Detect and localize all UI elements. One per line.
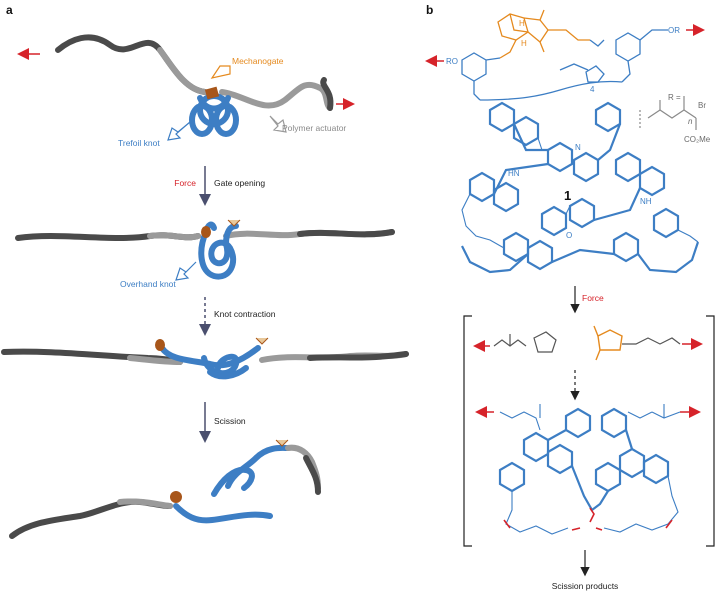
gate-opening-label: Gate opening xyxy=(214,178,265,188)
hn-label: HN xyxy=(508,169,520,178)
right-bracket xyxy=(706,315,715,547)
furan-fragment xyxy=(493,331,557,353)
gate-half-right xyxy=(227,219,241,227)
gate-half-left xyxy=(201,226,211,238)
force-label-b: Force xyxy=(582,293,604,303)
knot-contraction-label: Knot contraction xyxy=(214,309,276,319)
fragment-right-knot-b xyxy=(225,444,291,489)
force-label-a: Force xyxy=(174,178,196,188)
n-atom-label: N xyxy=(575,143,581,152)
nh-label: NH xyxy=(640,197,652,206)
ro-right-label: OR xyxy=(668,26,680,35)
ro-left-label: RO xyxy=(446,57,458,66)
polymer-chain-right xyxy=(219,81,333,111)
knotted-macrocycle xyxy=(461,101,700,274)
compound-number: 1 xyxy=(564,188,571,203)
cleaved-bonds xyxy=(503,507,673,531)
scission-label: Scission xyxy=(214,416,246,426)
subscript-4-label: 4 xyxy=(590,85,595,94)
panel-a-letter: a xyxy=(6,3,13,17)
stage-4-scission xyxy=(9,439,321,539)
gate-half-left-3 xyxy=(155,339,165,351)
contracted-knot-shape xyxy=(159,345,261,380)
overhand-knot-label: Overhand knot xyxy=(120,279,176,289)
maleimide-linker xyxy=(622,337,681,345)
panel-b-letter: b xyxy=(426,3,433,17)
mechanogate-label: Mechanogate xyxy=(232,56,284,66)
top-linker xyxy=(461,29,668,101)
trefoil-knot-shape xyxy=(189,93,239,137)
r-group xyxy=(639,96,697,130)
fragment-left-knot xyxy=(173,503,273,524)
gate-half-right-3 xyxy=(255,337,269,345)
fragment-left-polymer xyxy=(9,498,173,539)
left-bracket xyxy=(463,315,472,547)
h-bottom-label: H xyxy=(521,39,527,48)
o-atom-label: O xyxy=(566,231,572,240)
co2me-label: CO₂Me xyxy=(684,135,711,144)
stage-1-trefoil: Mechanogate Trefoil knot Polymer actuato… xyxy=(17,34,355,148)
mechanogate-pointer xyxy=(210,65,231,79)
stage-2-overhand: Overhand knot xyxy=(15,219,395,289)
polymer-actuator-label: Polymer actuator xyxy=(282,123,346,133)
h-top-label: H xyxy=(519,19,525,28)
n-label: n xyxy=(688,117,693,126)
stage-3-contracted xyxy=(1,337,409,380)
maleimide-fragment xyxy=(593,325,623,361)
scission-products-label: Scission products xyxy=(552,581,619,591)
trefoil-knot-label: Trefoil knot xyxy=(118,138,160,148)
trefoil-pointer xyxy=(167,121,191,141)
r-eq-label: R = xyxy=(668,93,681,102)
overhand-pointer xyxy=(175,261,197,281)
br-label: Br xyxy=(698,101,706,110)
bottom-thin-bonds xyxy=(499,404,681,535)
top-mechanophore xyxy=(497,9,590,59)
macrocycle-thin-bonds xyxy=(461,137,699,249)
polymer-actuator-pointer xyxy=(269,115,287,133)
gate-half-right-4 xyxy=(275,439,289,447)
mechanogate-block xyxy=(204,86,220,100)
bottom-macrocycle xyxy=(498,407,670,511)
gate-half-left-4 xyxy=(170,491,182,503)
